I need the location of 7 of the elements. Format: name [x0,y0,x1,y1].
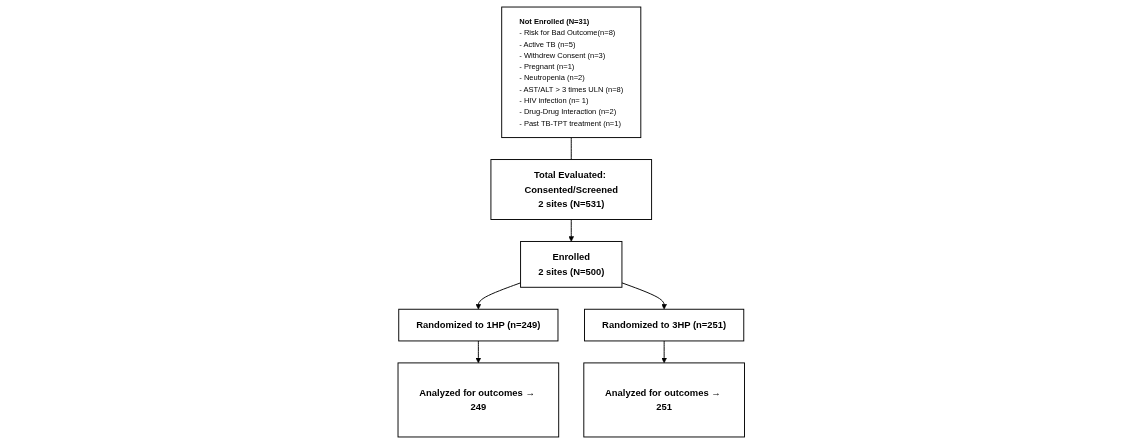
node-box: Analyzed for outcomes → 249 [397,362,559,438]
node-box: Analyzed for outcomes → 251 [583,362,745,438]
node-box: Total Evaluated: Consented/Screened 2 sites (N=531) [490,159,652,220]
connector [570,137,572,160]
node-box: Randomized to 1HP (n=249) [398,308,559,342]
node-box: Enrolled 2 sites (N=500) [519,241,623,288]
node-box: Randomized to 3HP (n=251) [583,308,744,342]
